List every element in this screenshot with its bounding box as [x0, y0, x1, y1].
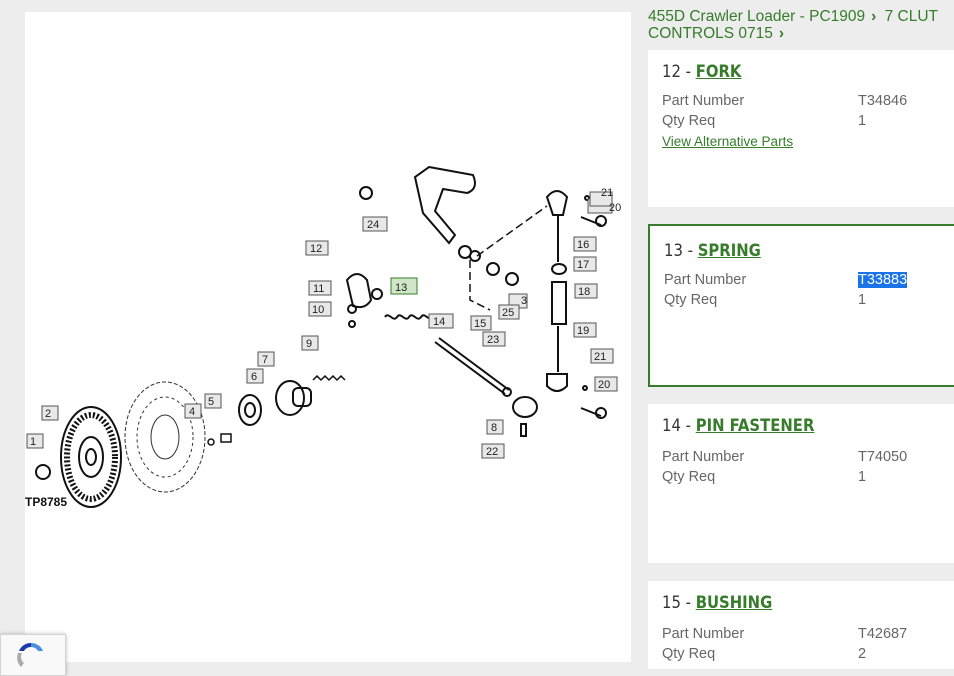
- part-card-13: 13 - SPRING Part Number T33883 Qty Req 1: [648, 224, 954, 387]
- callout-23: 23: [487, 334, 499, 346]
- callout-boxes: [26, 191, 618, 459]
- callout-20: 20: [609, 202, 621, 214]
- breadcrumb-section-link[interactable]: 7 CLUT: [884, 8, 939, 25]
- part-number-value: T42687: [858, 626, 908, 642]
- breadcrumb-line1: 455D Crawler Loader - PC1909 › 7 CLUT: [648, 8, 954, 25]
- fork-drawing: [345, 273, 383, 328]
- chevron-right-icon: ›: [778, 25, 785, 42]
- callout-12: 12: [310, 243, 322, 255]
- callout-9: 9: [306, 338, 312, 350]
- qty-value: 2: [858, 646, 867, 662]
- recaptcha-badge[interactable]: [0, 634, 66, 676]
- callout-labels: 1 2 3 4 5 6 7 8 9 10 11 12 13 14 15 16 1…: [25, 187, 621, 509]
- part-name-link[interactable]: SPRING: [697, 241, 761, 260]
- callout-16: 16: [577, 239, 589, 251]
- callout-1: 1: [30, 436, 36, 448]
- callout-6: 6: [251, 371, 257, 383]
- breadcrumb-line2: CONTROLS 0715 ›: [648, 25, 954, 42]
- spring-13-drawing: [384, 314, 434, 320]
- callout-7: 7: [262, 354, 268, 366]
- part-number-value: T34846: [858, 93, 908, 109]
- recaptcha-icon: [17, 643, 43, 667]
- callout-19: 19: [577, 325, 589, 337]
- small-spring-drawing: [312, 374, 346, 382]
- part-ref-number: 13: [664, 241, 683, 260]
- part-number-value: T74050: [858, 449, 908, 465]
- part-card-15: 15 - BUSHING Part Number T42687 Qty Req …: [648, 581, 954, 669]
- callout-2: 2: [45, 408, 51, 420]
- qty-label: Qty Req: [662, 113, 716, 129]
- clutch-disc-drawing: [35, 406, 122, 508]
- pressure-plate-drawing: [124, 381, 206, 493]
- bearing-drawing: [238, 380, 312, 426]
- part-ref-number: 12: [662, 62, 681, 81]
- part-number-label: Part Number: [664, 272, 747, 288]
- part-ref-number: 15: [662, 593, 681, 612]
- callout-25: 25: [502, 307, 514, 319]
- callout-22: 22: [486, 446, 498, 458]
- callout-20b: 20: [598, 379, 610, 391]
- callout-3: 3: [521, 295, 527, 307]
- pin-drawing: [434, 337, 538, 437]
- part-title: 12 - FORK: [662, 62, 742, 81]
- dashed-leader-lines: [469, 205, 548, 311]
- callout-24: 24: [367, 219, 379, 231]
- part-number-label: Part Number: [662, 93, 745, 109]
- callout-17: 17: [577, 259, 589, 271]
- callout-4: 4: [189, 406, 195, 418]
- part-title: 15 - BUSHING: [662, 593, 773, 612]
- figure-code: TP8785: [25, 495, 67, 509]
- callout-5: 5: [208, 396, 214, 408]
- qty-value: 1: [858, 469, 867, 485]
- part-number-label: Part Number: [662, 449, 745, 465]
- breadcrumb-group-link[interactable]: CONTROLS 0715: [648, 25, 773, 42]
- callout-21: 21: [601, 187, 613, 199]
- qty-label: Qty Req: [662, 469, 716, 485]
- qty-label: Qty Req: [664, 292, 718, 308]
- qty-label: Qty Req: [662, 646, 716, 662]
- part-card-12: 12 - FORK Part Number T34846 Qty Req 1 V…: [648, 50, 954, 207]
- qty-value: 1: [858, 113, 867, 129]
- breadcrumb-machine-link[interactable]: 455D Crawler Loader - PC1909: [648, 8, 866, 25]
- callout-18: 18: [578, 286, 590, 298]
- part-number-value: T33883: [858, 272, 908, 288]
- exploded-parts-diagram: 1 2 3 4 5 6 7 8 9 10 11 12 13 14 15 16 1…: [25, 165, 621, 509]
- linkage-rod-drawing: [545, 190, 607, 419]
- chevron-right-icon: ›: [871, 8, 877, 25]
- part-card-14: 14 - PIN FASTENER Part Number T74050 Qty…: [648, 404, 954, 563]
- parts-diagram-panel[interactable]: 1 2 3 4 5 6 7 8 9 10 11 12 13 14 15 16 1…: [25, 12, 631, 662]
- pedal-drawing: [359, 165, 519, 286]
- view-alternative-parts-link[interactable]: View Alternative Parts: [662, 134, 794, 149]
- callout-8: 8: [491, 422, 497, 434]
- part-title: 13 - SPRING: [664, 241, 761, 260]
- part-title: 14 - PIN FASTENER: [662, 416, 815, 435]
- part-name-link[interactable]: FORK: [695, 62, 742, 81]
- callout-13-selected: 13: [395, 282, 407, 294]
- callout-10: 10: [312, 304, 324, 316]
- breadcrumb: 455D Crawler Loader - PC1909› 7 CLUT CON…: [648, 8, 954, 42]
- callout-14: 14: [433, 316, 445, 328]
- part-name-link[interactable]: BUSHING: [695, 593, 773, 612]
- part-ref-number: 14: [662, 416, 681, 435]
- callout-11: 11: [313, 283, 324, 295]
- part-number-label: Part Number: [662, 626, 745, 642]
- callout-21b: 21: [594, 351, 606, 363]
- part-name-link[interactable]: PIN FASTENER: [695, 416, 815, 435]
- bolt-drawing: [207, 433, 232, 446]
- qty-value: 1: [858, 292, 867, 308]
- callout-15: 15: [474, 318, 486, 330]
